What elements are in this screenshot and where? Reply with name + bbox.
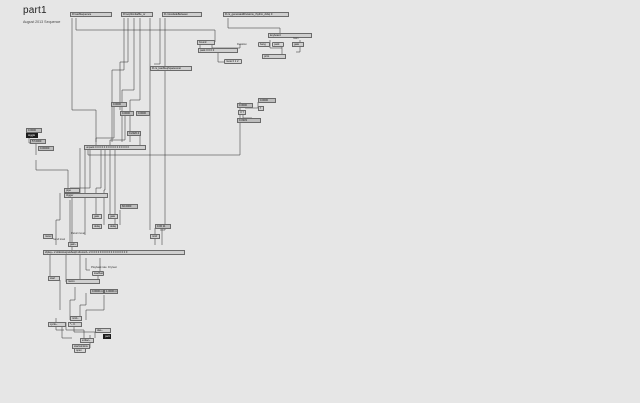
object-fround[interactable]: fround [197, 40, 215, 45]
object-mtof-tilde[interactable]: mtof~ [70, 316, 82, 321]
label-gain: Gain [293, 37, 299, 40]
object-t-f-f[interactable]: t f f [238, 110, 246, 115]
number-box-right-3[interactable]: 0.3333 [237, 118, 261, 123]
patch-title: part1 [23, 5, 47, 16]
number-box-right-2[interactable]: 0.3000 [237, 103, 253, 108]
number-box-a[interactable]: 0.0000 [111, 102, 127, 107]
object-generated-divisions[interactable]: R cs_generatedDivisions_rhythm_dcbq 0 [223, 12, 289, 17]
patch-subtitle: August 2013 Sequence [23, 20, 61, 24]
object-start[interactable]: start [48, 276, 60, 281]
message-part1[interactable]: part1 [103, 334, 111, 339]
object-gate-b[interactable]: gate [108, 214, 118, 219]
number-box-right-col[interactable]: 0.00 11 [155, 224, 171, 229]
object-dac[interactable]: dac~ [95, 328, 111, 333]
object-cycle[interactable]: cycle~ [48, 322, 66, 327]
number-box-right-1[interactable]: 0.0000 [258, 98, 276, 103]
object-pipe[interactable]: pipe [64, 188, 80, 193]
object-print[interactable]: print [262, 54, 286, 59]
number-box-ms-a[interactable]: 0.0000 ms [90, 289, 104, 294]
number-box-left-3[interactable]: 0.00000 [38, 146, 54, 151]
object-meter[interactable]: meter [43, 234, 53, 239]
object-loadbang[interactable]: loadbang [92, 271, 104, 276]
label-send-level: Send level [53, 238, 66, 241]
number-box-c[interactable]: 0.0000 [136, 111, 150, 116]
object-gate-a[interactable]: gate [92, 214, 102, 219]
object-crossfade-between[interactable]: R crossfadeBetween [162, 12, 202, 17]
object-keyboard[interactable]: keyboard [268, 33, 312, 38]
object-bang[interactable]: bang [258, 42, 270, 47]
label-playback-rate: Playback rate [91, 266, 107, 269]
number-box-mid[interactable]: 60.0000 [120, 204, 138, 209]
object-metro[interactable]: metro [66, 279, 100, 284]
number-box-b[interactable]: 0.0000 [120, 111, 134, 116]
object-float[interactable]: f [258, 106, 264, 111]
object-loop-similar[interactable]: R loopSimilarBe_or [121, 12, 153, 17]
number-box-left-1[interactable]: 0.0000 [26, 128, 42, 133]
object-times[interactable]: *~ 0. [68, 322, 82, 327]
object-delay-a[interactable]: delay [92, 224, 102, 229]
number-box-e[interactable]: 0.2220 4 [127, 131, 141, 136]
object-load-seq-spaces[interactable]: R cs_loadSeqSpacesList [150, 66, 192, 71]
object-ezdac[interactable]: ezdac~ [80, 338, 94, 343]
object-gate[interactable]: gate [292, 42, 304, 47]
object-pack-a[interactable]: pack 0 0 0 0 [198, 48, 238, 53]
object-gain[interactable]: gain~ [68, 242, 78, 247]
object-trigger[interactable]: trigger [64, 193, 108, 198]
toggle-left[interactable]: toggle [26, 133, 38, 138]
object-load-sequence[interactable]: R loadSequence [70, 12, 112, 17]
label-duration: Duration [237, 43, 247, 46]
number-box-ms-b[interactable]: 1.0000 ms [104, 289, 118, 294]
message-open[interactable]: open [74, 348, 86, 353]
object-unpack-bar[interactable]: unpack 0 0 0 0 0 0 0 0 0 0 0 0 0 0 0 0 [84, 145, 146, 150]
object-delay-b[interactable]: delay [108, 224, 118, 229]
label-return-level: Return level [71, 232, 85, 235]
label-dry-wet: Dry/wet [108, 266, 117, 269]
object-pack-b[interactable]: pack [272, 42, 284, 47]
object-mtof[interactable]: mtof [150, 234, 160, 239]
number-box-left-2[interactable]: 57.0000 [30, 139, 46, 144]
object-sfplay-bar[interactable]: sfplay~ 2 sfdoAnalysisSeq0 sfrecord~ 2 0… [43, 250, 185, 255]
object-route[interactable]: route 0 1 2 [224, 59, 242, 64]
